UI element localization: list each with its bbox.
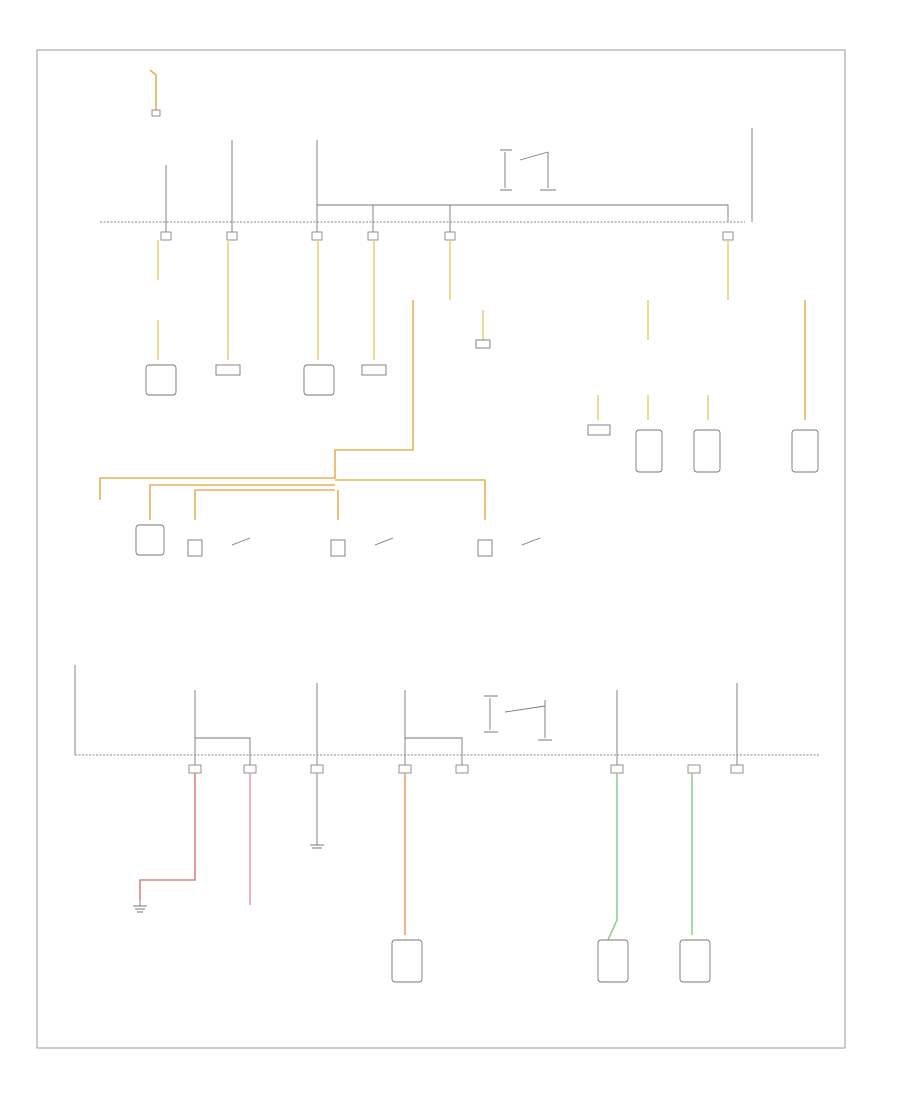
top-switch-icon — [500, 149, 556, 191]
bus-connector-3 — [311, 231, 323, 241]
right-component-2 — [635, 429, 663, 473]
diagram-frame — [36, 49, 846, 1049]
ground-icon-2 — [310, 835, 324, 849]
ground-icon — [133, 900, 147, 913]
bottom-connector-6 — [610, 764, 624, 774]
switch-icon — [231, 537, 541, 546]
mid-switch-2 — [330, 539, 346, 557]
bottom-connector-2 — [243, 764, 257, 774]
component-2 — [215, 364, 241, 376]
right-component-1 — [587, 424, 611, 436]
relay-block — [475, 339, 491, 349]
red-wire — [139, 773, 196, 900]
bottom-connector-4 — [398, 764, 412, 774]
component-1 — [145, 364, 177, 396]
wire-k — [335, 479, 486, 520]
bottom-component-3 — [679, 939, 711, 983]
bottom-component-1 — [391, 939, 423, 983]
bus-connector-6 — [722, 231, 734, 241]
bottom-connector-8 — [730, 764, 744, 774]
bottom-fuse-3-line — [404, 690, 463, 765]
bottom-connector-3 — [310, 764, 324, 774]
wire-i — [149, 484, 335, 520]
component-3 — [303, 364, 335, 396]
mid-component-1 — [135, 524, 165, 556]
source-wire — [149, 69, 157, 110]
bus-connector-5 — [444, 231, 456, 241]
component-4 — [361, 364, 387, 376]
bus-connector-2 — [226, 231, 238, 241]
right-component-4 — [791, 429, 819, 473]
mid-switch-1 — [187, 539, 203, 557]
right-component-3 — [693, 429, 721, 473]
green-wire-1 — [607, 773, 618, 941]
wire-j — [194, 489, 335, 520]
bottom-component-2 — [597, 939, 629, 983]
bottom-connector-1 — [188, 764, 202, 774]
bottom-switch-icon — [484, 695, 552, 741]
wire-h — [99, 300, 414, 500]
bus-connector-4 — [367, 231, 379, 241]
mid-switch-3 — [477, 539, 493, 557]
source-connector — [151, 109, 161, 117]
bottom-connector-5 — [455, 764, 469, 774]
bus-connector-1 — [160, 231, 172, 241]
upper-branch-bar — [317, 204, 729, 222]
bottom-connector-7 — [687, 764, 701, 774]
bottom-fuse-1-line — [194, 690, 251, 765]
